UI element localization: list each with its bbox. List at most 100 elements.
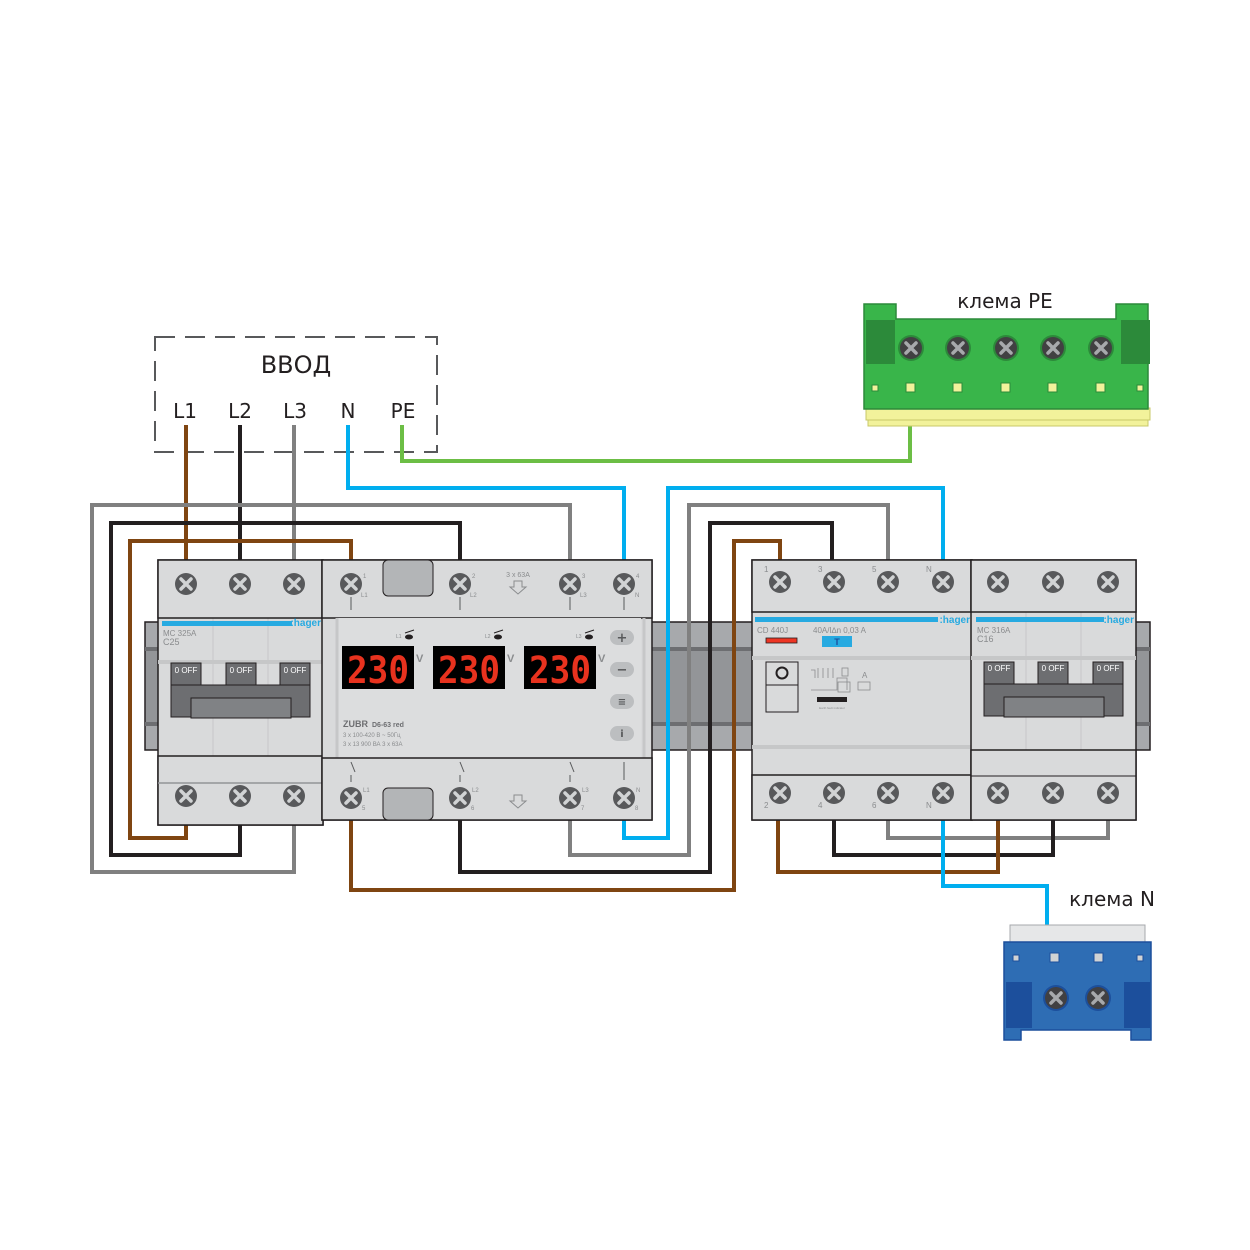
circle-icon bbox=[775, 666, 789, 680]
screw-icon[interactable] bbox=[896, 333, 926, 363]
pe-bus: клема PE bbox=[863, 289, 1151, 427]
terminal-number: 3 bbox=[582, 574, 586, 580]
screw-icon[interactable] bbox=[821, 780, 847, 806]
mcb-input[interactable]: :hager MC 325A C25 0 OFF 0 OFF 0 OFF bbox=[157, 559, 324, 826]
screw-icon[interactable] bbox=[611, 571, 637, 597]
screw-icon[interactable] bbox=[930, 780, 956, 806]
input-terminal-l2: L2 bbox=[228, 399, 252, 423]
screw-icon[interactable] bbox=[1083, 983, 1113, 1013]
rcd[interactable]: 1 3 5 N :hager CD 440J 40A/I∆n 0,03 A T … bbox=[751, 559, 973, 821]
wire-l2-relay-rcd bbox=[458, 521, 834, 874]
terminal-number: 2 bbox=[472, 574, 476, 580]
plus-button[interactable]: + bbox=[610, 630, 634, 646]
terminal-number: 6 bbox=[872, 801, 877, 810]
display-label: L1 bbox=[396, 634, 402, 640]
handle-label: 0 OFF bbox=[175, 666, 198, 675]
menu-icon: ≡ bbox=[618, 697, 626, 708]
screw-icon[interactable] bbox=[227, 571, 253, 597]
screw-icon[interactable] bbox=[985, 569, 1011, 595]
pe-bus-title: клема PE bbox=[957, 289, 1053, 313]
terminal-number: 2 bbox=[764, 801, 769, 810]
screw-icon[interactable] bbox=[557, 785, 583, 811]
relay-top-rating: 3 x 63A bbox=[506, 572, 530, 579]
mcb-rating: C16 bbox=[977, 634, 994, 644]
terminal-phase: N bbox=[636, 788, 640, 794]
screw-icon[interactable] bbox=[1086, 333, 1116, 363]
relay-spec-2: 3 x 13 900 ВА 3 x 63А bbox=[343, 742, 403, 748]
voltage-display-l1 bbox=[342, 646, 414, 689]
screw-icon[interactable] bbox=[767, 780, 793, 806]
terminal-phase: L3 bbox=[580, 593, 587, 599]
terminal-number: 4 bbox=[818, 801, 823, 810]
handle-label: 0 OFF bbox=[1097, 664, 1120, 673]
screw-icon[interactable] bbox=[447, 571, 473, 597]
rcd-rating: 40A/I∆n 0,03 A bbox=[813, 626, 867, 635]
screw-icon[interactable] bbox=[227, 783, 253, 809]
screw-icon[interactable] bbox=[557, 571, 583, 597]
mcb-model: MC 316A bbox=[977, 626, 1011, 635]
screw-icon[interactable] bbox=[1041, 983, 1071, 1013]
voltage-display-l2 bbox=[433, 646, 505, 689]
terminal-number: 7 bbox=[581, 806, 585, 812]
info-icon: i bbox=[620, 729, 623, 740]
terminal-number: 1 bbox=[764, 565, 769, 574]
rcd-schematic-icon bbox=[811, 667, 851, 693]
arrow-down-icon bbox=[508, 794, 528, 809]
screw-icon[interactable] bbox=[943, 333, 973, 363]
screw-icon[interactable] bbox=[281, 571, 307, 597]
rcd-toggle-handle[interactable] bbox=[765, 661, 799, 713]
screw-icon[interactable] bbox=[875, 569, 901, 595]
voltage-value-l3: 230 bbox=[529, 649, 591, 692]
terminal-phase: L3 bbox=[582, 788, 589, 794]
screw-icon[interactable] bbox=[875, 780, 901, 806]
screw-icon[interactable] bbox=[611, 785, 637, 811]
screw-icon[interactable] bbox=[338, 571, 364, 597]
wire-l3-relay-rcd bbox=[568, 503, 890, 857]
input-terminal-l3: L3 bbox=[283, 399, 307, 423]
wire-l1-relay-rcd bbox=[349, 539, 782, 892]
screw-icon[interactable] bbox=[281, 783, 307, 809]
relay-model: D6-63 red bbox=[372, 722, 404, 729]
terminal-phase: L2 bbox=[470, 593, 477, 599]
screw-icon[interactable] bbox=[1040, 569, 1066, 595]
brand-logo: :hager bbox=[290, 618, 321, 629]
screw-icon[interactable] bbox=[173, 783, 199, 809]
minus-icon: − bbox=[617, 663, 628, 678]
screw-icon[interactable] bbox=[1095, 569, 1121, 595]
screw-icon[interactable] bbox=[447, 785, 473, 811]
handle-label: 0 OFF bbox=[230, 666, 253, 675]
rcd-model: CD 440J bbox=[757, 626, 788, 635]
input-box: ВВОД L1 L2 L3 N PE bbox=[154, 336, 438, 453]
voltage-relay[interactable]: 1 L1 2 L2 3 L3 4 N 3 x 63A L1 L2 L3 230 … bbox=[321, 559, 653, 821]
screw-icon[interactable] bbox=[1040, 780, 1066, 806]
unit-label: V bbox=[416, 653, 424, 665]
handle-label: 0 OFF bbox=[1042, 664, 1065, 673]
menu-button[interactable]: ≡ bbox=[610, 694, 634, 709]
mcb-rating: C25 bbox=[163, 637, 180, 647]
unit-label: V bbox=[507, 653, 515, 665]
envelope-icon bbox=[857, 681, 871, 691]
input-terminal-n: N bbox=[341, 399, 356, 423]
screw-icon[interactable] bbox=[1038, 333, 1068, 363]
screw-icon[interactable] bbox=[930, 569, 956, 595]
rcd-test-button[interactable]: T bbox=[822, 636, 852, 647]
brand-logo: :hager bbox=[1103, 615, 1134, 626]
screw-icon[interactable] bbox=[821, 569, 847, 595]
relay-spec-1: 3 x 100-420 В ~ 50Гц bbox=[343, 733, 401, 739]
input-terminal-pe: PE bbox=[391, 399, 416, 423]
terminal-number: 1 bbox=[363, 574, 367, 580]
screw-icon[interactable] bbox=[991, 333, 1021, 363]
screw-icon[interactable] bbox=[767, 569, 793, 595]
minus-button[interactable]: − bbox=[610, 662, 634, 678]
mcb-output[interactable]: :hager MC 316A C16 0 OFF 0 OFF 0 OFF bbox=[970, 559, 1137, 821]
display-label: L2 bbox=[485, 634, 491, 640]
terminal-number: 4 bbox=[636, 574, 640, 580]
terminal-number: 3 bbox=[818, 565, 823, 574]
terminal-phase: L1 bbox=[363, 788, 370, 794]
info-button[interactable]: i bbox=[610, 726, 634, 741]
terminal-number: N bbox=[926, 565, 932, 574]
screw-icon[interactable] bbox=[338, 785, 364, 811]
screw-icon[interactable] bbox=[1095, 780, 1121, 806]
screw-icon[interactable] bbox=[173, 571, 199, 597]
screw-icon[interactable] bbox=[985, 780, 1011, 806]
